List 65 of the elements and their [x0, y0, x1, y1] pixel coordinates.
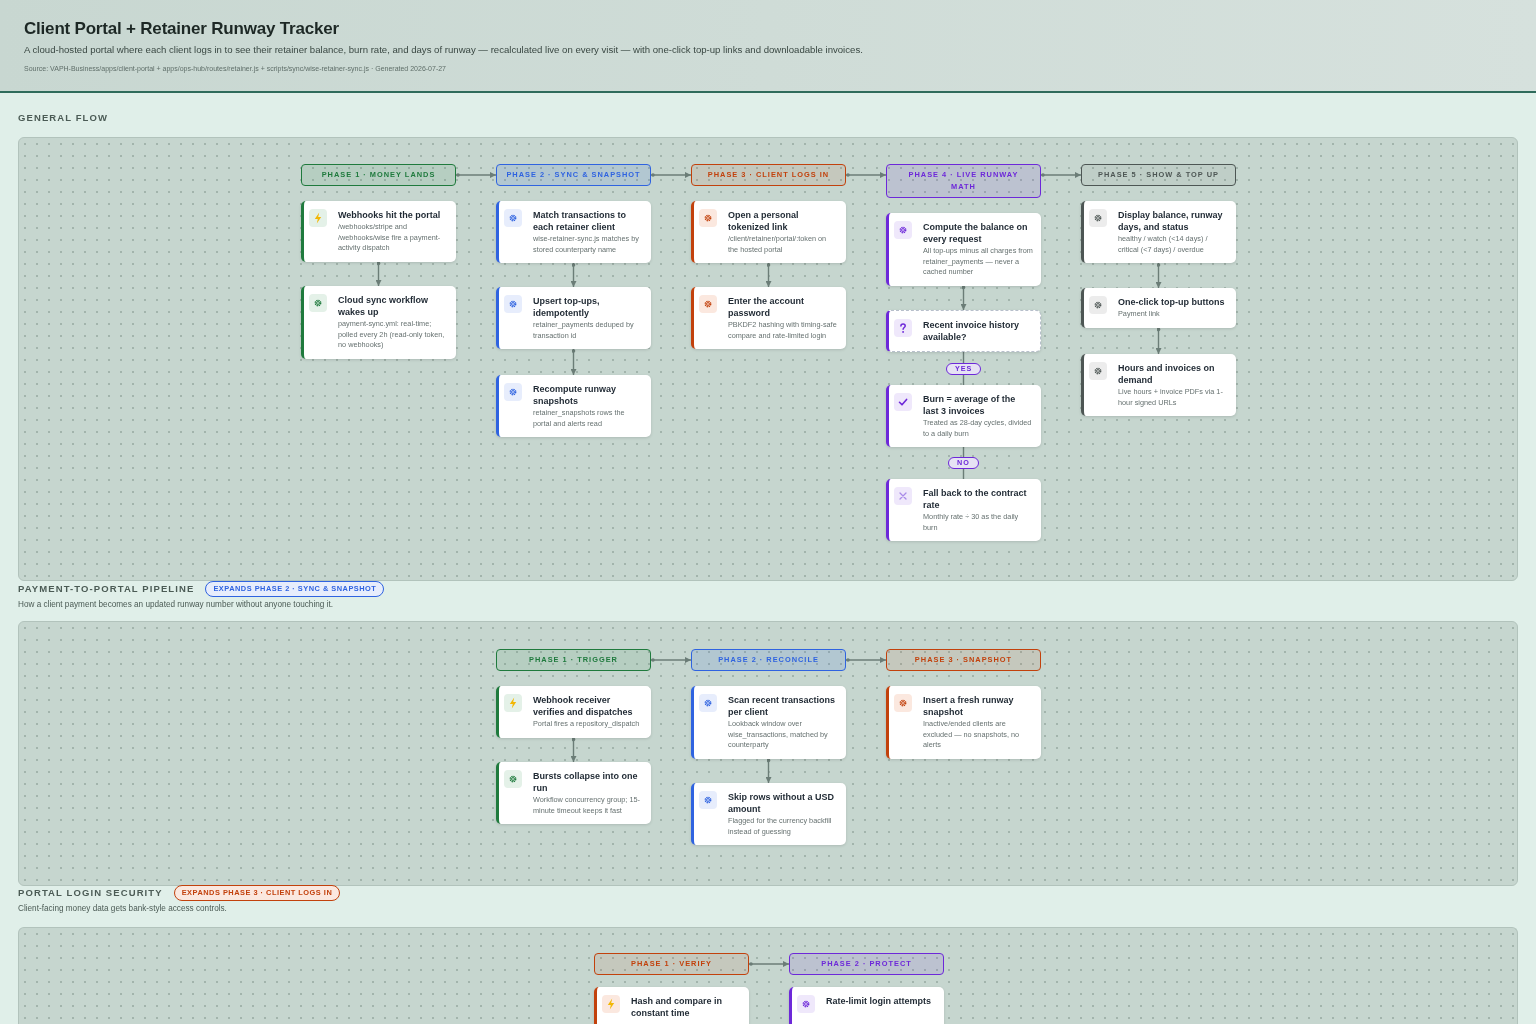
process-card	[301, 201, 456, 262]
card-title: Open a personal tokenized link	[728, 209, 800, 233]
process-card	[691, 287, 846, 349]
arrow	[960, 284, 967, 311]
section-heading: PAYMENT-TO-PORTAL PIPELINE	[18, 582, 195, 596]
process-card	[496, 686, 651, 738]
process-card	[496, 762, 651, 824]
card-title: Enter the account password	[728, 295, 805, 319]
subtitle: A cloud-hosted portal where each client logs in to see their retainer balance, burn rate, and days of runway — recalculated live on every visit — with one-click top-up links and downloadable invoices.	[24, 44, 863, 56]
arrow	[570, 262, 577, 288]
card-title: Fall back to the contract rate	[923, 487, 1028, 511]
card-title: One-click top-up buttons	[1118, 296, 1226, 308]
card-title: Compute the balance on every request	[923, 221, 1029, 245]
process-card	[496, 201, 651, 263]
card-title: Burn = average of the last 3 invoices	[923, 393, 1017, 417]
card-title: Cloud sync workflow wakes up	[338, 294, 429, 318]
card-title: Display balance, runway days, and status	[1118, 209, 1224, 233]
arrow	[845, 172, 887, 178]
process-card	[594, 987, 749, 1024]
arrow	[748, 961, 790, 967]
arrow	[650, 657, 692, 663]
decision-card	[886, 310, 1041, 352]
card-title: Upsert top-ups, idempotently	[533, 295, 601, 319]
card-title: Recent invoice history available?	[923, 319, 1021, 343]
section-heading: PORTAL LOGIN SECURITY	[18, 886, 163, 900]
process-card	[301, 286, 456, 359]
arrow	[1155, 262, 1162, 289]
process-card	[691, 783, 846, 845]
arrow	[650, 172, 692, 178]
card-title: Scan recent transactions per client	[728, 694, 837, 718]
diagram-title: Client Portal + Retainer Runway Tracker	[24, 19, 339, 39]
arrow	[375, 260, 382, 287]
card-title: Hours and invoices on demand	[1118, 362, 1216, 386]
process-card	[886, 213, 1041, 286]
arrow	[570, 348, 577, 376]
card-title: Insert a fresh runway snapshot	[923, 694, 1015, 718]
process-card	[1081, 354, 1236, 416]
card-title: Skip rows without a USD amount	[728, 791, 835, 815]
arrow	[1040, 172, 1082, 178]
process-card	[886, 479, 1041, 541]
arrow	[455, 172, 497, 178]
card-title: Webhooks hit the portal	[338, 209, 442, 221]
process-card	[1081, 288, 1236, 328]
process-card	[1081, 201, 1236, 263]
card-title: Rate-limit login attempts	[826, 995, 932, 1007]
process-card	[886, 686, 1041, 759]
arrow	[1155, 326, 1162, 355]
card-title: Match transactions to each retainer client	[533, 209, 627, 233]
process-card	[789, 987, 944, 1024]
arrow	[765, 262, 772, 288]
section-heading: GENERAL FLOW	[18, 111, 109, 125]
process-card	[691, 201, 846, 263]
arrow	[845, 657, 887, 663]
card-title: Hash and compare in constant time	[631, 995, 724, 1019]
arrow	[570, 736, 577, 763]
card-title: Webhook receiver verifies and dispatches	[533, 694, 634, 718]
card-title: Bursts collapse into one run	[533, 770, 639, 794]
arrow	[765, 757, 772, 784]
section-description: How a client payment becomes an updated runway number without anyone touching it.	[18, 600, 333, 610]
process-card	[886, 385, 1041, 447]
process-card	[496, 287, 651, 349]
section-description: Client-facing money data gets bank-style access controls.	[18, 904, 227, 914]
process-card	[691, 686, 846, 759]
process-card	[496, 375, 651, 437]
card-title: Recompute runway snapshots	[533, 383, 618, 407]
